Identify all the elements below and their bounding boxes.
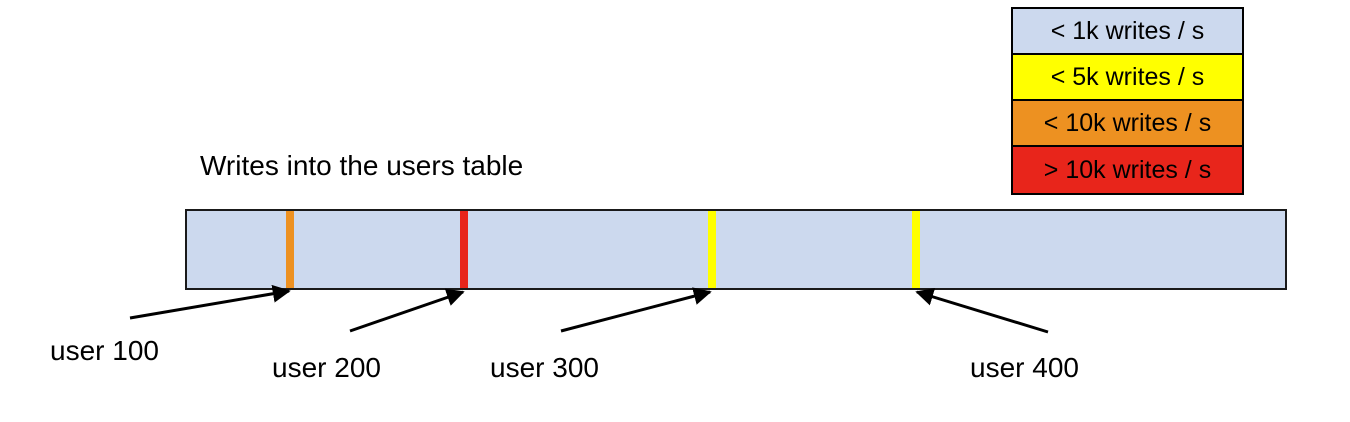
bar-base-segment [187, 211, 1285, 288]
callout-label-user-400: user 400 [970, 352, 1079, 383]
legend-row[interactable]: < 10k writes / s [1013, 101, 1242, 147]
users-table-bar [185, 209, 1287, 290]
legend-label: < 1k writes / s [1050, 16, 1205, 45]
callout-label-user-100: user 100 [50, 335, 159, 366]
bar-marker-user-400[interactable] [912, 211, 920, 288]
legend-label: < 10k writes / s [1043, 108, 1212, 137]
page-title: Writes into the users table [200, 150, 524, 181]
legend-label: < 5k writes / s [1050, 62, 1205, 91]
callout-label-user-300: user 300 [490, 352, 599, 383]
callout-label-user-200: user 200 [272, 352, 381, 383]
arrow-user-200 [349, 288, 465, 333]
bar-marker-user-100[interactable] [286, 211, 294, 288]
legend-row[interactable]: < 5k writes / s [1013, 55, 1242, 101]
legend-row[interactable]: > 10k writes / s [1013, 147, 1242, 193]
bar-marker-user-200[interactable] [460, 211, 468, 288]
legend-row[interactable]: < 1k writes / s [1013, 9, 1242, 55]
arrow-user-100 [129, 284, 291, 320]
arrow-user-300 [560, 287, 712, 333]
legend-label: > 10k writes / s [1043, 155, 1212, 184]
arrow-user-400 [915, 288, 1049, 334]
bar-marker-user-300[interactable] [708, 211, 716, 288]
legend: < 1k writes / s < 5k writes / s < 10k writ… [1011, 7, 1244, 195]
